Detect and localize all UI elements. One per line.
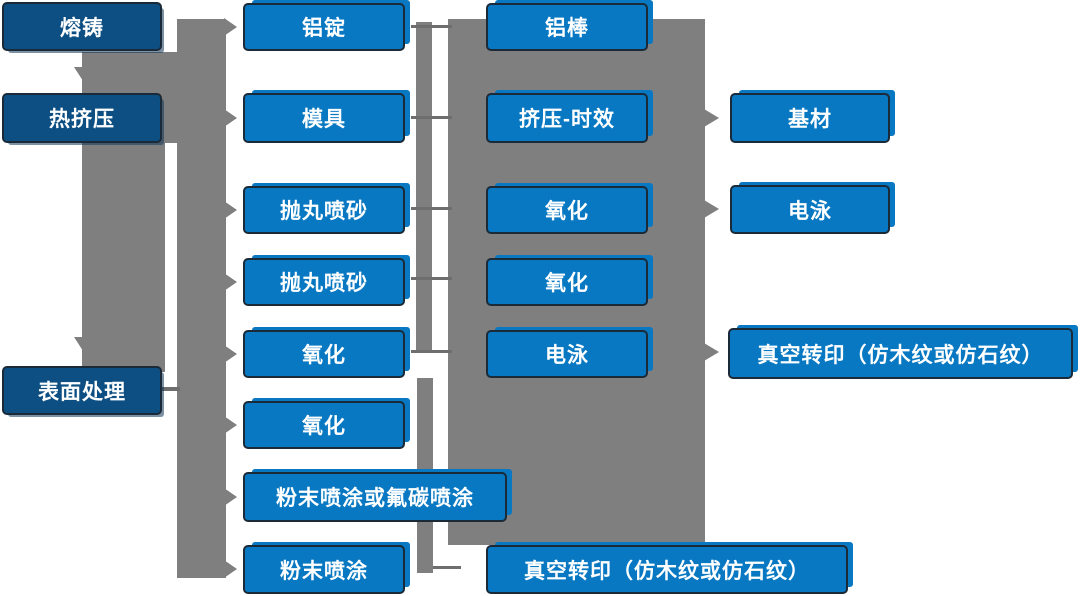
flow-band-left-filler — [163, 52, 179, 143]
node-oxidation-3: 氧化 — [486, 186, 648, 234]
node-powder-or-fluorocarbon-coating: 粉末喷涂或氟碳喷涂 — [243, 472, 507, 522]
arrow-down-to-hot-extrusion — [74, 67, 96, 84]
node-hot-extrusion: 热挤压 — [2, 93, 162, 143]
node-vacuum-transfer-print-bottom: 真空转印（仿木纹或仿石纹） — [486, 545, 848, 594]
node-powder-coating: 粉末喷涂 — [243, 545, 405, 594]
node-electrophoresis-2: 电泳 — [730, 185, 890, 234]
arrow-to-aluminum-ingot — [224, 18, 237, 36]
node-vacuum-transfer-print-right: 真空转印（仿木纹或仿石纹） — [728, 328, 1073, 379]
arrow-to-shot-blasting-1 — [224, 201, 237, 219]
connector-mid-bottom — [433, 566, 461, 569]
arrow-to-mold — [224, 109, 237, 127]
node-electrophoresis-1: 电泳 — [486, 330, 648, 378]
connector-mid-row4 — [411, 277, 452, 280]
arrow-to-substrate — [704, 109, 719, 127]
connector-mid-row2 — [411, 116, 452, 119]
node-oxidation-2: 氧化 — [243, 401, 405, 449]
flow-band-main-vertical — [177, 19, 226, 578]
arrow-to-oxidation-1 — [224, 345, 237, 363]
connector-mid-row5 — [411, 350, 452, 353]
connector-mid-row1 — [411, 25, 452, 28]
arrow-to-powder-coating — [224, 560, 237, 578]
arrow-down-to-surface-treatment — [74, 337, 96, 354]
arrow-to-vacuum-transfer-right — [704, 343, 719, 361]
node-aluminum-ingot: 铝锭 — [243, 3, 405, 51]
arrow-to-shot-blasting-2 — [224, 273, 237, 291]
node-shot-blasting-1: 抛丸喷砂 — [243, 186, 405, 234]
node-mold: 模具 — [243, 93, 405, 143]
arrow-to-powder-or-fluorocarbon — [224, 488, 237, 506]
connector-surface-treatment — [156, 387, 180, 391]
arrow-to-oxidation-2 — [224, 416, 237, 434]
node-substrate: 基材 — [730, 93, 890, 143]
node-melting-casting: 熔铸 — [2, 2, 162, 51]
node-aluminum-rod: 铝棒 — [486, 3, 648, 51]
node-oxidation-4: 氧化 — [486, 258, 648, 306]
connector-mid-row3 — [411, 207, 452, 210]
node-surface-treatment: 表面处理 — [2, 366, 162, 415]
node-extrusion-aging: 挤压-时效 — [486, 93, 648, 143]
node-shot-blasting-2: 抛丸喷砂 — [243, 258, 405, 306]
flow-band-mid-vertical-upper — [416, 22, 432, 353]
arrow-to-electrophoresis-final — [704, 200, 719, 218]
node-oxidation-1: 氧化 — [243, 330, 405, 378]
